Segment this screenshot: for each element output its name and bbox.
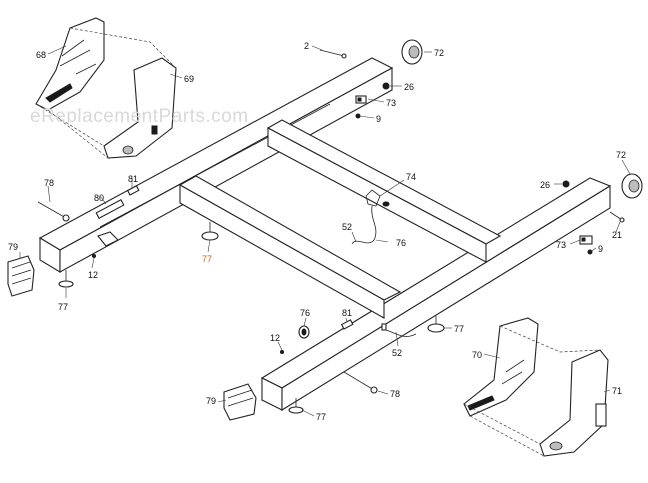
- leveling-foot-77-center: [201, 222, 219, 241]
- callout-70: 70: [472, 350, 482, 360]
- right-side-cover-71: [539, 349, 609, 457]
- callout-77-right: 77: [454, 324, 464, 334]
- leveling-foot-77-bottom: [288, 398, 304, 414]
- callout-76-center: 76: [396, 238, 406, 248]
- nut-26-top: [382, 82, 390, 90]
- wheel-72-right: [621, 173, 643, 199]
- callout-77-left: 77: [58, 302, 68, 312]
- callout-21: 21: [612, 230, 622, 240]
- callout-81-bottom: 81: [342, 308, 352, 318]
- callout-73-top: 73: [386, 98, 396, 108]
- leveling-foot-77-left: [58, 270, 74, 288]
- callout-71: 71: [612, 386, 622, 396]
- screw-9-top: [355, 113, 361, 119]
- callout-80: 80: [94, 193, 104, 203]
- cross-member-lower: [178, 175, 402, 319]
- end-cap-79-bottom: [223, 383, 257, 421]
- callout-72-right: 72: [616, 150, 626, 160]
- long-bolt-78-bottom: [343, 371, 378, 394]
- adjuster-knob-left: [92, 231, 119, 258]
- left-side-cover-68: [35, 17, 105, 111]
- callout-12-bottom: 12: [270, 333, 280, 343]
- callout-26-top: 26: [404, 82, 414, 92]
- callout-79-left: 79: [8, 242, 18, 252]
- end-cap-79-left: [7, 255, 35, 297]
- screw-12-bottom: [280, 350, 284, 354]
- sensor-cable-52-center: [351, 189, 390, 245]
- callout-79-bottom: 79: [206, 396, 216, 406]
- callout-76-bottom: 76: [300, 308, 310, 318]
- axle-bolt-2: [319, 49, 347, 59]
- callout-26-right: 26: [540, 180, 550, 190]
- label-plate-81-left: [126, 185, 140, 196]
- callout-69: 69: [184, 74, 194, 84]
- right-frame-rail: [260, 177, 612, 411]
- sensor-cable-52-bottom: [381, 323, 417, 337]
- nut-26-right: [562, 180, 570, 188]
- callout-78-bottom: 78: [390, 389, 400, 399]
- callout-2: 2: [304, 41, 309, 51]
- bushing-76-bottom: [298, 325, 310, 339]
- long-bolt-78-left: [37, 201, 70, 222]
- callout-68: 68: [36, 50, 46, 60]
- callout-81-left: 81: [128, 174, 138, 184]
- callout-52-bottom: 52: [392, 348, 402, 358]
- callout-labels: 68 69 2 72 26 73 9 78 80 81 74 26 72 79 …: [8, 41, 626, 422]
- leader-lines: [19, 45, 631, 417]
- bolt-21: [609, 211, 625, 223]
- callout-73-right: 73: [556, 240, 566, 250]
- wheel-72-top: [401, 39, 423, 65]
- callout-52-center: 52: [342, 222, 352, 232]
- cross-member-upper: [266, 119, 502, 263]
- callout-12-left: 12: [88, 270, 98, 280]
- callout-77-bottom: 77: [316, 412, 326, 422]
- left-side-cover-69: [103, 57, 177, 159]
- label-plate-80: [95, 199, 125, 219]
- callout-9-right: 9: [598, 244, 603, 254]
- label-plate-81-bottom: [340, 319, 354, 330]
- callout-74: 74: [406, 172, 416, 182]
- bracket-73-top: [355, 95, 367, 104]
- callout-72-top: 72: [434, 48, 444, 58]
- callout-77-center: 77: [202, 254, 212, 264]
- callout-9-top: 9: [376, 114, 381, 124]
- watermark-text: eReplacementParts.com: [30, 106, 249, 127]
- callout-78-left: 78: [44, 178, 54, 188]
- bracket-73-right: [579, 235, 593, 245]
- right-side-cover-70: [463, 317, 539, 417]
